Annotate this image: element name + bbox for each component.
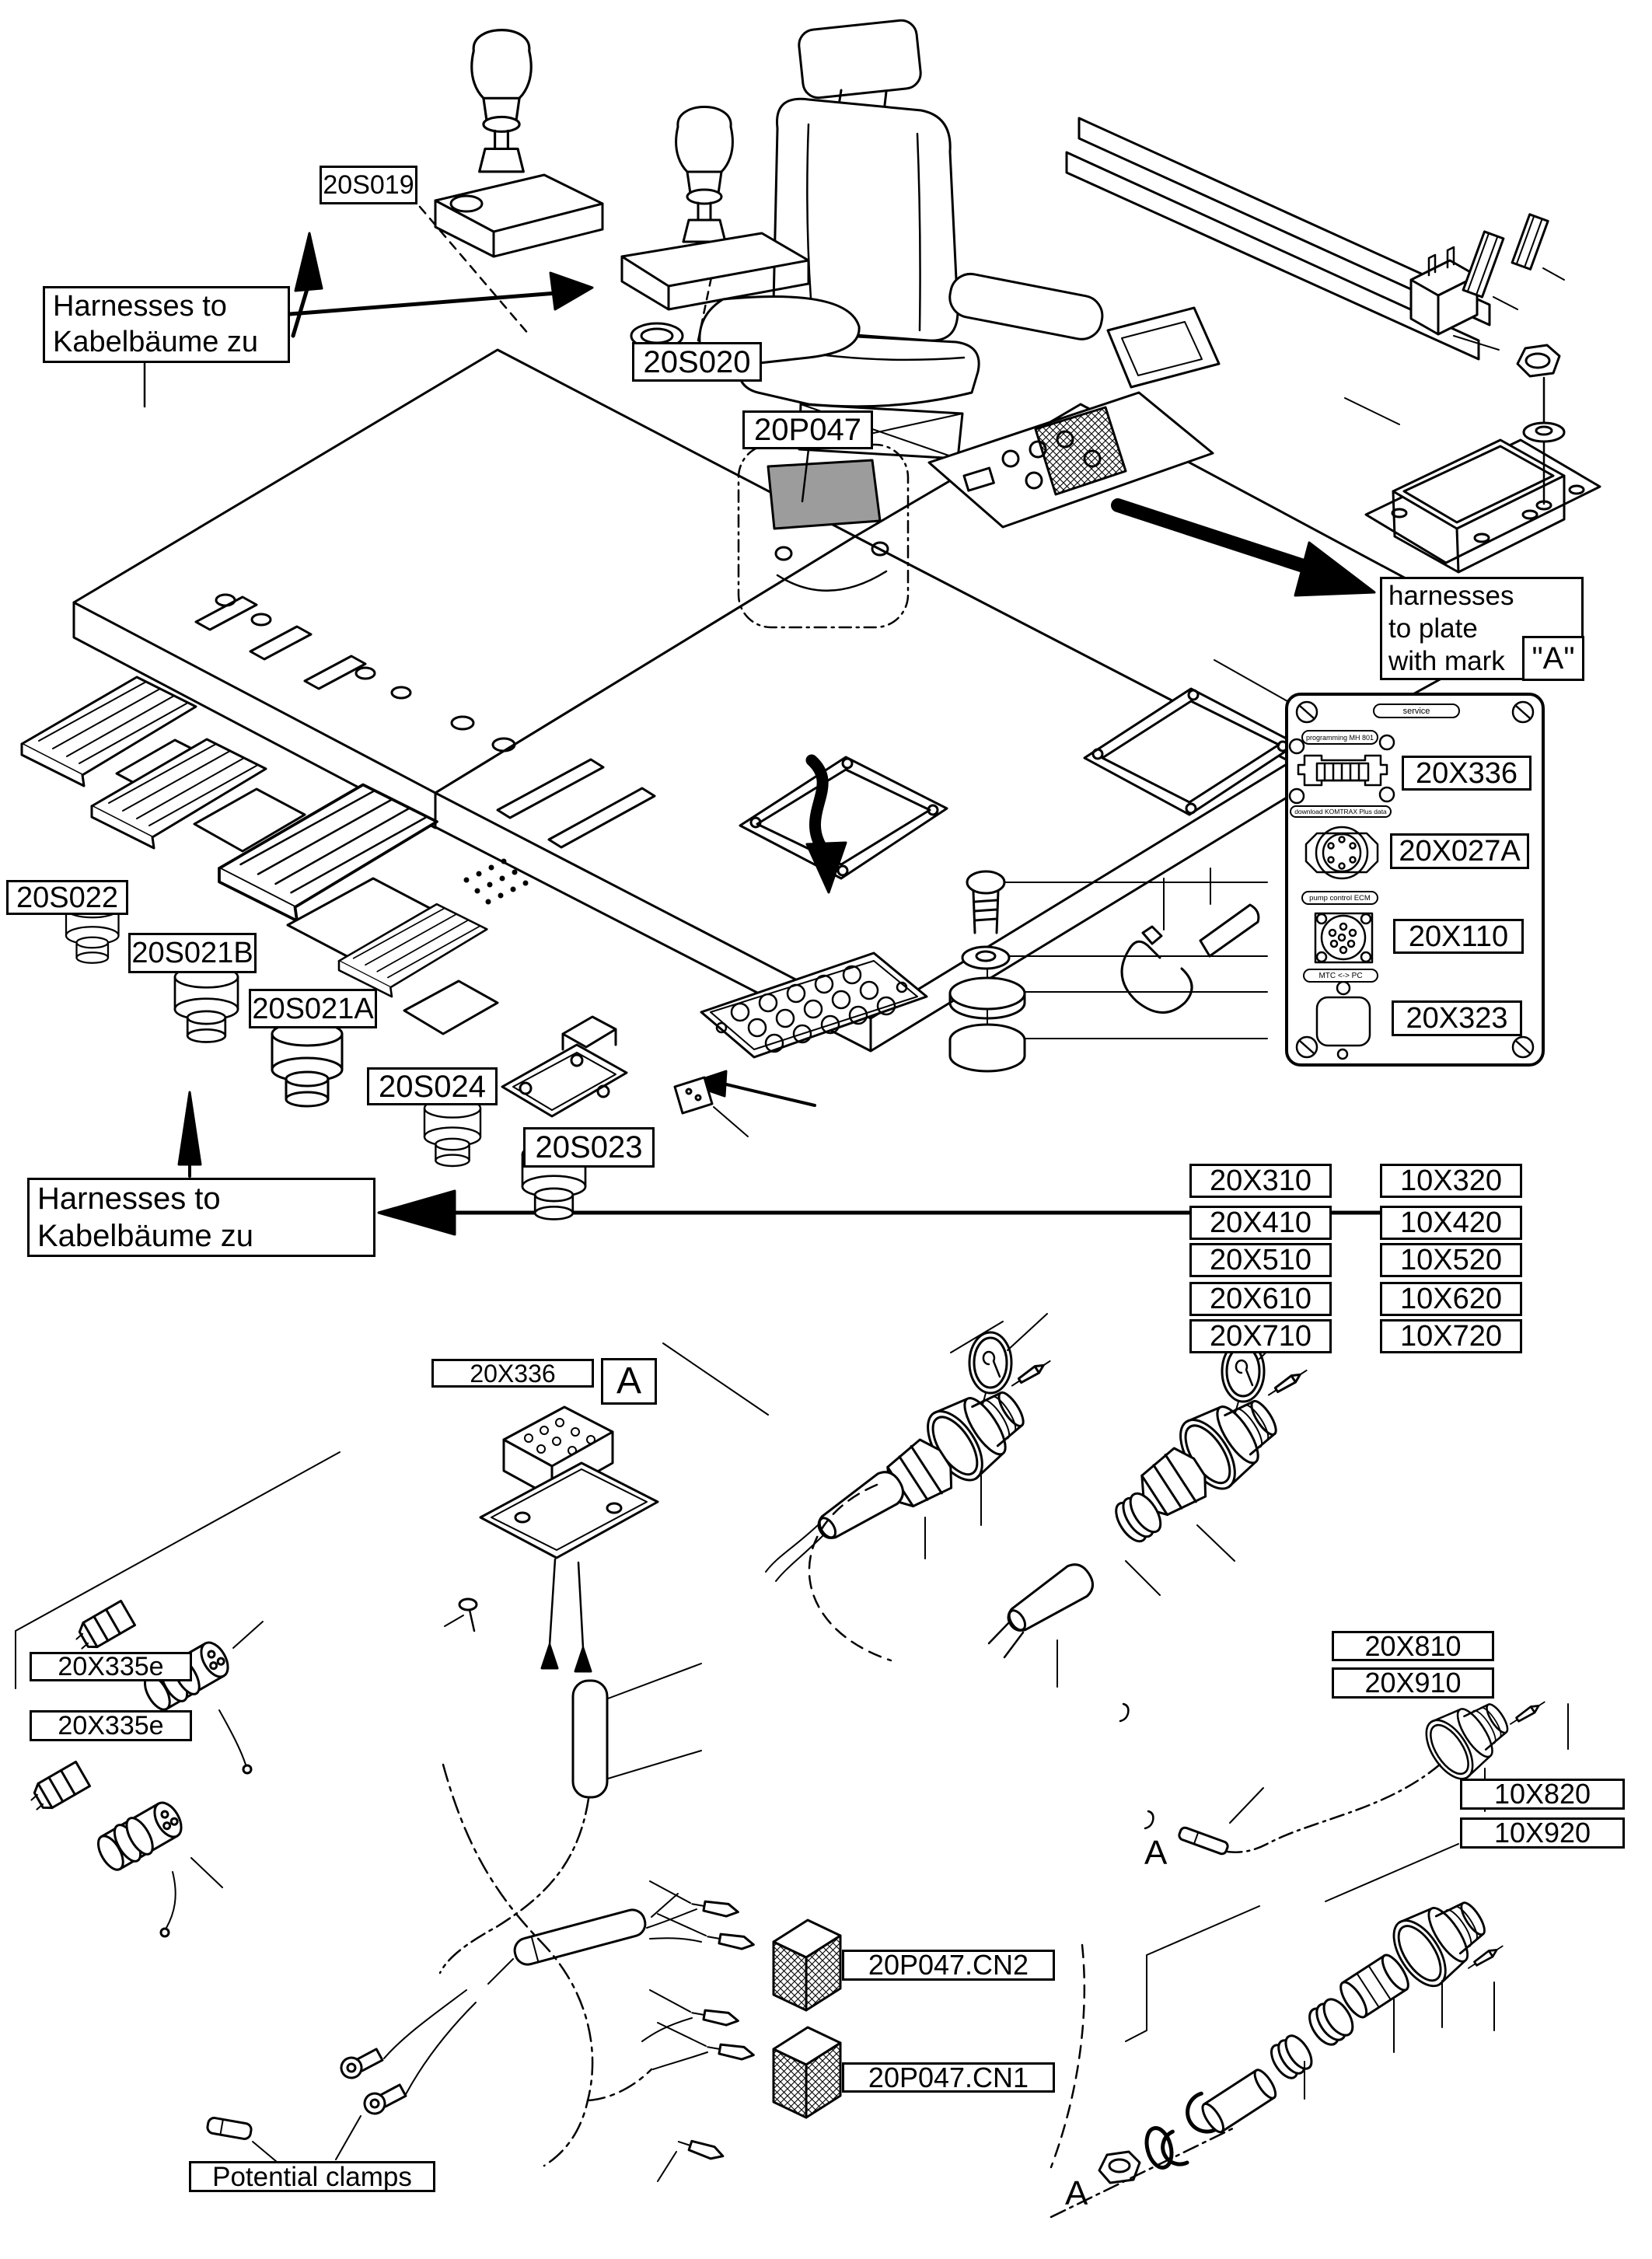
part-label-20x510: 20X510	[1189, 1243, 1332, 1277]
part-label-20x336-detail: 20X336	[431, 1359, 594, 1388]
mark-a-plate-box: "A"	[1522, 636, 1584, 681]
plate-text-service: service	[1373, 704, 1460, 718]
part-label-20s024: 20S024	[367, 1067, 498, 1105]
part-label-10x320: 10X320	[1380, 1164, 1522, 1198]
enclosure-box-art	[1344, 344, 1601, 574]
arrow-to-20s020	[288, 271, 594, 316]
plate-text-pump: pump control ECM	[1301, 891, 1378, 905]
part-label-10x620: 10X620	[1380, 1282, 1522, 1316]
part-label-20s022: 20S022	[6, 880, 128, 915]
relay-covers-art	[1409, 213, 1565, 351]
plate-harness-note-line1: harnesses	[1388, 580, 1514, 611]
plate-connector-icons	[1288, 734, 1395, 1060]
plate-harness-note-line3: with mark	[1388, 645, 1505, 676]
part-label-10x720: 10X720	[1380, 1319, 1522, 1353]
part-label-10x420: 10X420	[1380, 1206, 1522, 1240]
potential-clamps-label: Potential clamps	[189, 2161, 435, 2192]
potential-clamps-art	[206, 1989, 477, 2166]
connectors-20x335e-art	[24, 1599, 264, 1938]
part-label-20s019: 20S019	[320, 166, 417, 204]
arrow-to-20s019	[291, 232, 323, 338]
part-label-20x710: 20X710	[1189, 1319, 1332, 1353]
cn-connector-blocks-art	[442, 1763, 842, 2182]
part-label-20s021b: 20S021B	[128, 933, 257, 973]
part-label-10x520: 10X520	[1380, 1243, 1522, 1277]
mark-a-wire-bottom: A	[1065, 2174, 1088, 2212]
part-label-20x335e-1: 20X335e	[30, 1652, 192, 1681]
harness-note-top-line2: Kabelbäume zu	[53, 325, 259, 358]
arrow-harness-up	[177, 1091, 202, 1178]
part-label-20x410: 20X410	[1189, 1206, 1332, 1240]
mark-a-wire-right: A	[1144, 1834, 1168, 1872]
part-label-20x335e-2: 20X335e	[30, 1710, 192, 1741]
harness-note-bottom: Harnesses to Kabelbäume zu	[27, 1178, 375, 1257]
connector-chain-right	[987, 1322, 1310, 1688]
part-label-20p047-cn1: 20P047.CN1	[842, 2062, 1055, 2093]
part-label-20x336-plate: 20X336	[1402, 756, 1532, 791]
right-console-art	[927, 306, 1221, 529]
part-label-20s020: 20S020	[632, 342, 762, 382]
part-label-20p047: 20P047	[742, 410, 873, 449]
connector-chain-bottom-right	[1050, 1883, 1506, 2219]
harness-note-top-line1: Harnesses to	[53, 289, 227, 323]
part-label-20x110: 20X110	[1393, 919, 1524, 954]
connector-chain-left	[765, 1313, 1053, 1662]
mark-a-detail-box: A	[601, 1358, 657, 1405]
plate-text-programming: programming MH 801	[1301, 730, 1378, 745]
monitor-screen	[767, 459, 882, 530]
plate-harness-note-line2: to plate	[1388, 613, 1478, 644]
divider-lines	[15, 1342, 1569, 2042]
plate-text-download: download KOMTRAX Plus data	[1290, 805, 1392, 818]
arrow-through-hatch	[805, 754, 847, 894]
part-label-20p047-cn2: 20P047.CN2	[842, 1950, 1055, 1981]
part-label-20x810: 20X810	[1332, 1631, 1494, 1661]
harness-note-bottom-line2: Kabelbäume zu	[37, 1219, 253, 1253]
fastener-stack-art	[948, 868, 1268, 1073]
part-label-20x027a: 20X027A	[1390, 833, 1529, 869]
part-label-20x910: 20X910	[1332, 1667, 1494, 1699]
part-label-20x310: 20X310	[1189, 1164, 1332, 1198]
connector-20x336-detail-art	[438, 1405, 702, 1974]
pedals-art	[20, 361, 628, 1220]
speaker-holes	[463, 858, 529, 905]
arrow-to-plate-note	[1111, 498, 1376, 597]
part-label-20s023: 20S023	[523, 1127, 655, 1168]
part-label-20x610: 20X610	[1189, 1282, 1332, 1316]
part-label-20s021a: 20S021A	[249, 989, 377, 1028]
part-label-10x820: 10X820	[1460, 1779, 1625, 1810]
keypad-plate-art	[673, 951, 928, 1137]
harness-note-bottom-line1: Harnesses to	[37, 1182, 221, 1216]
part-label-10x920: 10X920	[1460, 1817, 1625, 1849]
part-label-20x323: 20X323	[1392, 1000, 1522, 1036]
joystick-20s019-art	[418, 29, 604, 336]
plate-text-mtc: MTC <-> PC	[1303, 969, 1378, 983]
harness-note-top: Harnesses to Kabelbäume zu	[43, 286, 290, 363]
operator-seat-art	[737, 19, 1104, 460]
connector-20x810-art	[1119, 1686, 1548, 1856]
